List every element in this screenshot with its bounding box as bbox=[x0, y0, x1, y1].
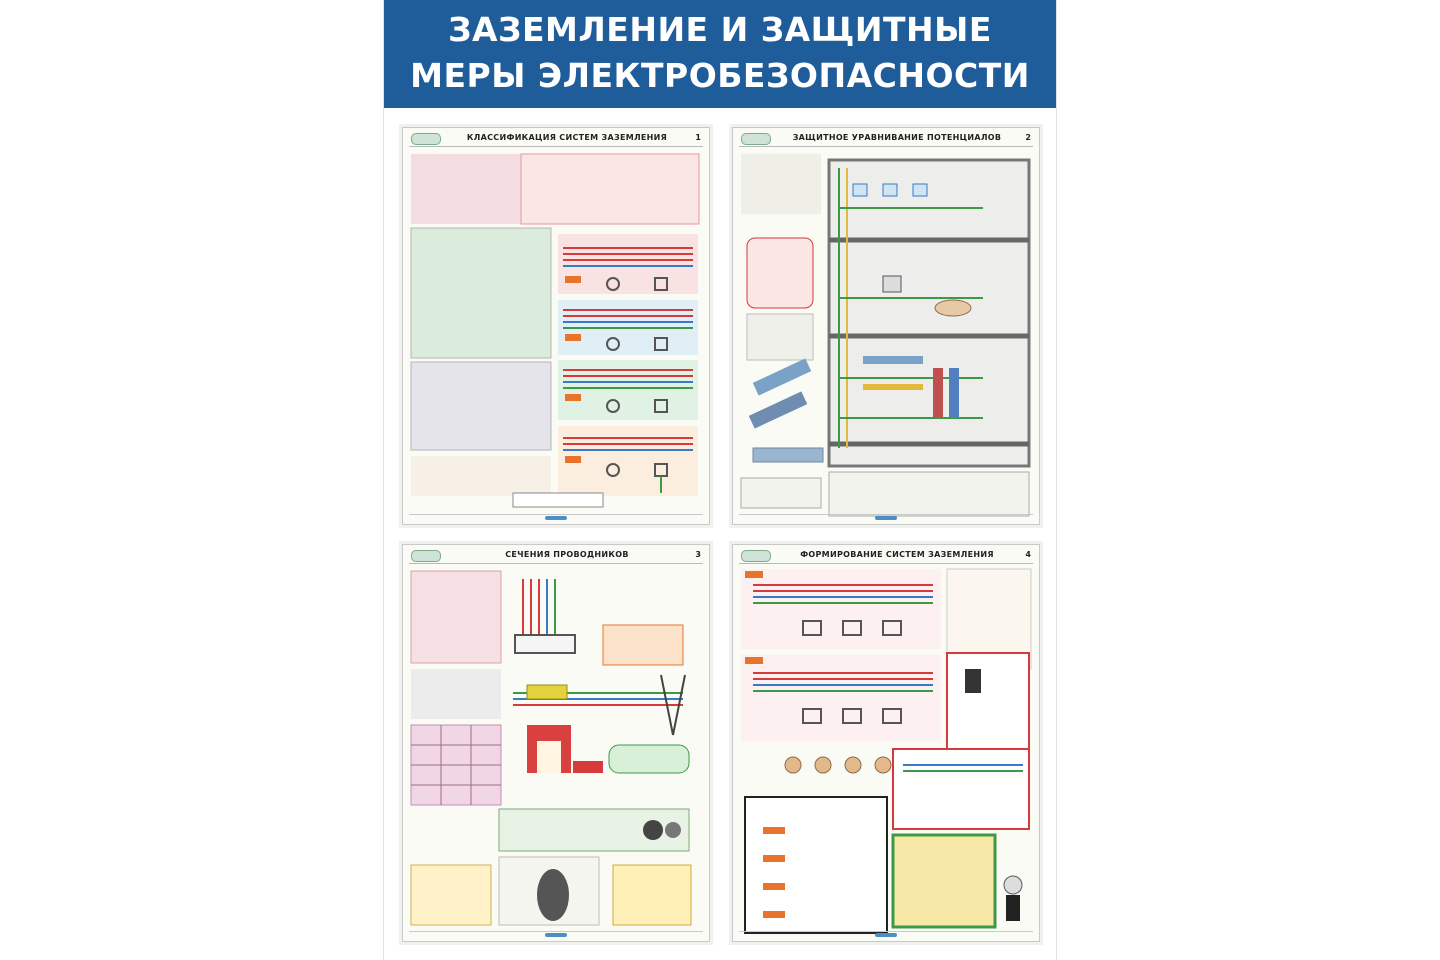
scheme-1 bbox=[741, 569, 941, 649]
poster-3-title: СЕЧЕНИЯ ПРОВОДНИКОВ bbox=[505, 550, 629, 559]
tn-c-s-diagram bbox=[558, 360, 698, 420]
poster-stand: ЗАЗЕМЛЕНИЕ И ЗАЩИТНЫЕ МЕРЫ ЭЛЕКТРОБЕЗОПА… bbox=[384, 0, 1056, 960]
poster-3: СЕЧЕНИЯ ПРОВОДНИКОВ 3 bbox=[402, 544, 710, 942]
building-diagram bbox=[827, 158, 1031, 468]
logo-icon bbox=[741, 550, 771, 562]
scheme-2 bbox=[741, 655, 941, 741]
poster-4-title: ФОРМИРОВАНИЕ СИСТЕМ ЗАЗЕМЛЕНИЯ bbox=[800, 550, 994, 559]
cable-icon bbox=[643, 820, 681, 840]
poster-3-number: 3 bbox=[695, 550, 701, 559]
footer-logo-icon bbox=[875, 933, 897, 937]
footer-logo-icon bbox=[875, 516, 897, 520]
logo-icon bbox=[741, 133, 771, 145]
title-banner: ЗАЗЕМЛЕНИЕ И ЗАЩИТНЫЕ МЕРЫ ЭЛЕКТРОБЕЗОПА… bbox=[384, 0, 1056, 108]
tt-diagram bbox=[558, 426, 698, 496]
poster-3-footer bbox=[409, 931, 703, 938]
pipe-icon bbox=[748, 358, 812, 429]
footer-logo-icon bbox=[545, 516, 567, 520]
title-line-2: МЕРЫ ЭЛЕКТРОБЕЗОПАСНОСТИ bbox=[410, 56, 1030, 95]
tn-s-diagram bbox=[558, 300, 698, 355]
mascot-icon bbox=[1003, 875, 1023, 921]
poster-3-header: СЕЧЕНИЯ ПРОВОДНИКОВ 3 bbox=[409, 549, 703, 564]
poster-1-title: КЛАССИФИКАЦИЯ СИСТЕМ ЗАЗЕМЛЕНИЯ bbox=[466, 133, 668, 142]
poster-2-header: ЗАЩИТНОЕ УРАВНИВАНИЕ ПОТЕНЦИАЛОВ 2 bbox=[739, 132, 1033, 147]
poster-1-footer bbox=[409, 514, 703, 521]
poster-1-header: КЛАССИФИКАЦИЯ СИСТЕМ ЗАЗЕМЛЕНИЯ 1 bbox=[409, 132, 703, 147]
poster-2-number: 2 bbox=[1025, 133, 1031, 142]
poster-4-header: ФОРМИРОВАНИЕ СИСТЕМ ЗАЗЕМЛЕНИЯ 4 bbox=[739, 549, 1033, 564]
poster-1-number: 1 bbox=[695, 133, 701, 142]
poster-2-title: ЗАЩИТНОЕ УРАВНИВАНИЕ ПОТЕНЦИАЛОВ bbox=[792, 133, 1002, 142]
poster-1-graphics bbox=[410, 153, 700, 508]
poster-4: ФОРМИРОВАНИЕ СИСТЕМ ЗАЗЕМЛЕНИЯ 4 bbox=[732, 544, 1040, 942]
poster-2: ЗАЩИТНОЕ УРАВНИВАНИЕ ПОТЕНЦИАЛОВ 2 bbox=[732, 127, 1040, 525]
tn-c-diagram bbox=[558, 234, 698, 294]
poster-2-graphics bbox=[740, 154, 1031, 517]
logo-icon bbox=[411, 133, 441, 145]
sections-table bbox=[411, 725, 501, 805]
poster-4-graphics bbox=[741, 568, 1032, 934]
poster-4-footer bbox=[739, 931, 1033, 938]
poster-2-footer bbox=[739, 514, 1033, 521]
tower-icon bbox=[660, 674, 686, 736]
poster-4-number: 4 bbox=[1025, 550, 1031, 559]
footer-logo-icon bbox=[545, 933, 567, 937]
meters-row bbox=[784, 756, 892, 774]
poster-1: КЛАССИФИКАЦИЯ СИСТЕМ ЗАЗЕМЛЕНИЯ 1 bbox=[402, 127, 710, 525]
title-line-1: ЗАЗЕМЛЕНИЕ И ЗАЩИТНЫЕ bbox=[448, 10, 992, 49]
logo-icon bbox=[411, 550, 441, 562]
poster-3-graphics bbox=[410, 570, 692, 926]
